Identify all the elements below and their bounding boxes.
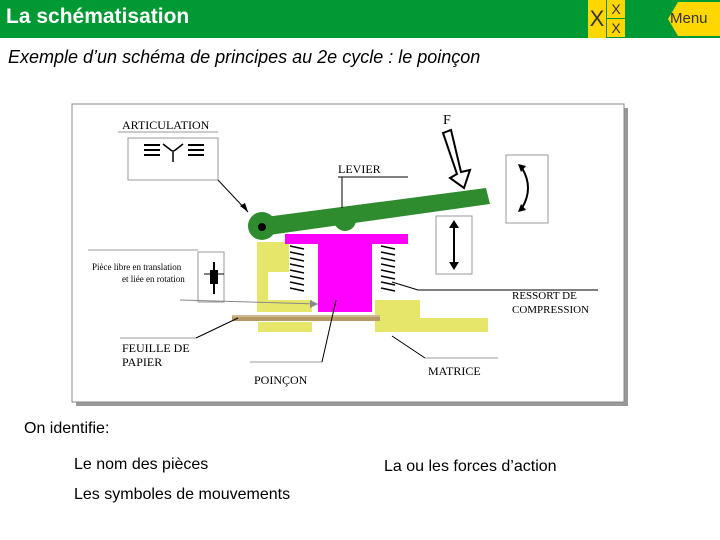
subtitle: Exemple d’un schéma de principes au 2e c… xyxy=(8,47,481,67)
poincon-leader xyxy=(321,299,337,363)
matrice-leader xyxy=(391,335,426,359)
label-levier: LEVIER xyxy=(338,162,381,176)
ressort-leader xyxy=(391,281,419,291)
label-piece-line1: Pièce libre en translation xyxy=(92,262,182,272)
piece-leader xyxy=(179,299,319,305)
yellow-frame-bottom xyxy=(258,322,312,332)
close-icon[interactable]: X xyxy=(588,0,606,38)
lever-bar xyxy=(258,188,490,236)
articulation-symbol xyxy=(144,143,204,162)
label-piece-line2: et liée en rotation xyxy=(122,274,185,284)
label-force: F xyxy=(443,113,451,128)
label-feuille-line2: PAPIER xyxy=(122,355,163,369)
menu-label[interactable]: Menu xyxy=(670,10,708,27)
label-articulation: ARTICULATION xyxy=(122,118,210,132)
close-small-icon-top[interactable]: X xyxy=(607,0,625,18)
label-ressort-line1: RESSORT DE xyxy=(512,290,577,302)
item-nom-pieces: Le nom des pièces xyxy=(74,456,209,473)
rotation-icon xyxy=(521,167,529,209)
punch-body xyxy=(285,234,408,312)
close-small-icon-bottom[interactable]: X xyxy=(607,19,625,37)
label-ressort-line2: COMPRESSION xyxy=(512,304,590,316)
feuille-leader xyxy=(195,317,239,339)
yellow-frame-right xyxy=(375,300,488,332)
force-arrow-icon xyxy=(441,128,472,190)
spring-left xyxy=(289,245,305,292)
lever-contact xyxy=(334,209,356,231)
item-symboles-mouvements: Les symboles de mouvements xyxy=(74,486,291,503)
paper-sheet xyxy=(232,315,380,321)
yellow-frame-left xyxy=(257,242,312,312)
section-heading: On identifie: xyxy=(24,420,110,437)
spring-right xyxy=(380,245,396,292)
label-feuille-line1: FEUILLE DE xyxy=(122,341,190,355)
item-forces-action: La ou les forces d’action xyxy=(384,458,557,475)
label-matrice: MATRICE xyxy=(428,364,481,378)
lever-pivot-pin xyxy=(258,223,266,231)
label-poincon: POINÇON xyxy=(254,373,308,387)
page-title: La schématisation xyxy=(6,5,190,28)
menu-button[interactable] xyxy=(658,0,720,38)
